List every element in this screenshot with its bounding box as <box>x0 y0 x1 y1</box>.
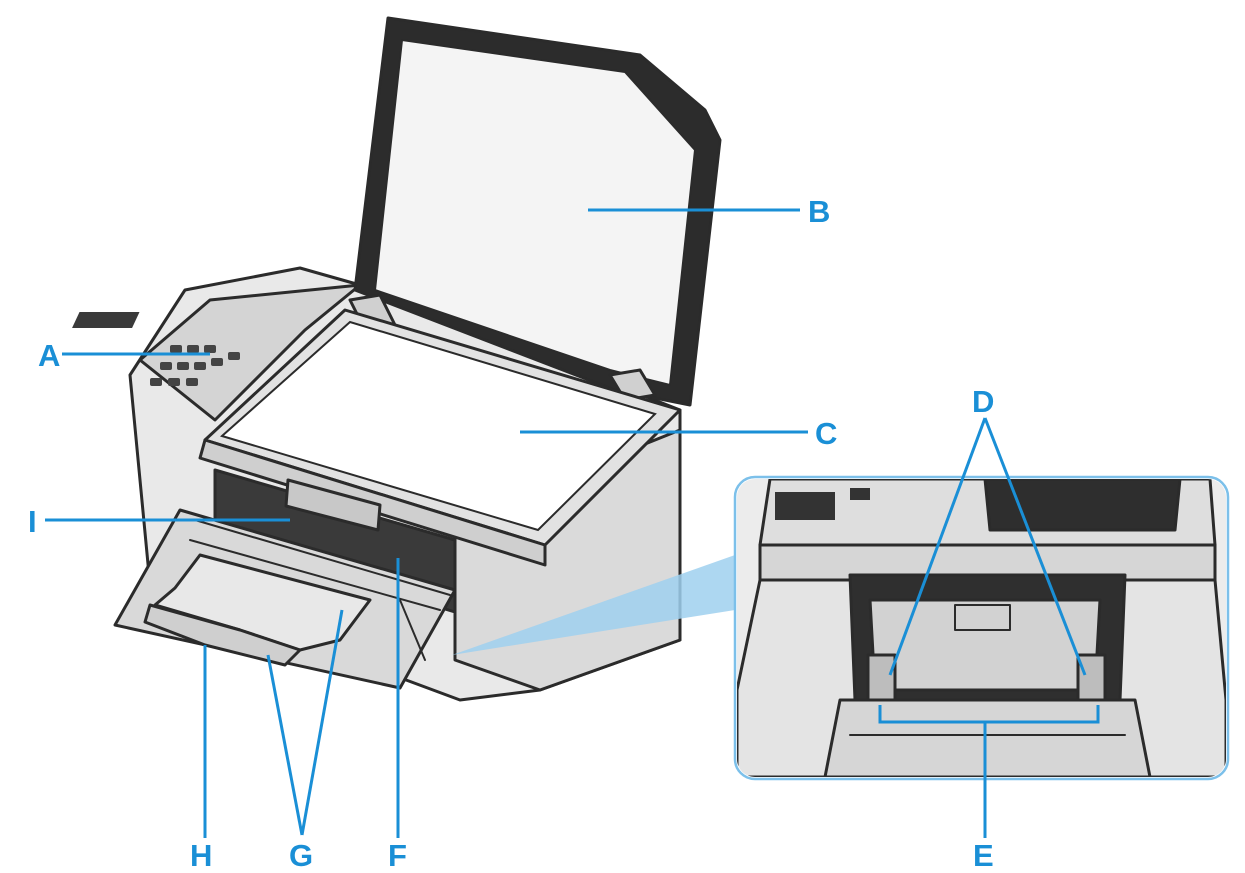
inset-view <box>452 475 1230 781</box>
operation-panel <box>138 283 362 422</box>
callout-f: F <box>388 838 407 873</box>
callout-b: B <box>808 194 830 229</box>
callout-g: G <box>289 838 313 873</box>
inner-cover <box>284 478 382 532</box>
panel-lcd <box>72 312 140 328</box>
leader-G1 <box>266 654 304 836</box>
panel-buttons <box>150 345 240 386</box>
output-tray-extension <box>143 603 302 667</box>
callout-c: C <box>815 416 837 451</box>
callout-d: D <box>972 384 994 419</box>
leader-D1 <box>888 417 987 676</box>
leader-G2 <box>300 609 344 836</box>
inset-paper-guide-right <box>1076 653 1107 702</box>
callout-labels: A B C D E F G H I <box>28 194 994 873</box>
callout-h: H <box>190 838 212 873</box>
platen-glass <box>219 320 657 532</box>
document-pad <box>373 38 697 387</box>
leader-lines <box>45 208 1100 838</box>
printer-illustration <box>72 16 722 702</box>
inset-paper-guide-left <box>866 653 897 702</box>
inset-rear-tray <box>868 598 1102 692</box>
callout-i: I <box>28 504 37 539</box>
inset-front-tray <box>823 698 1152 777</box>
callout-a: A <box>38 338 60 373</box>
callout-e: E <box>973 838 994 873</box>
leader-E-bracket <box>878 705 1100 724</box>
inset-connector <box>452 555 735 655</box>
leader-D2 <box>983 417 1087 676</box>
